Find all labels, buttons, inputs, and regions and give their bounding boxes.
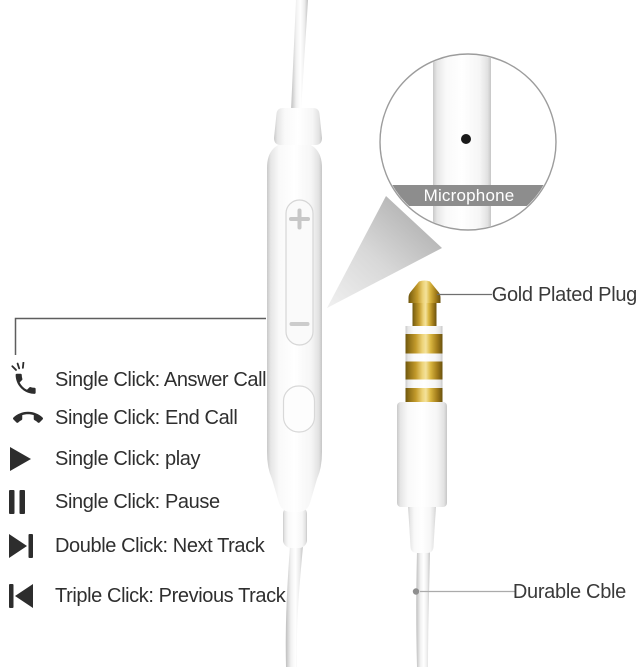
function-label: Single Click: End Call xyxy=(55,406,238,429)
microphone-hole xyxy=(461,134,471,144)
cable-leader-dot xyxy=(412,588,420,595)
volume-up-plus xyxy=(289,208,310,230)
plug-cable xyxy=(416,551,430,667)
function-bracket-line xyxy=(14,317,266,355)
remote-bottom-cable xyxy=(285,546,303,667)
function-label: Single Click: Pause xyxy=(55,490,220,513)
plug-gold-band-1 xyxy=(405,334,443,354)
volume-down-minus xyxy=(289,322,310,326)
plug-gold-band-3 xyxy=(405,388,443,402)
magnifier-cone xyxy=(327,196,442,308)
remote-bottom-nub xyxy=(283,506,307,548)
plug-insulator-ring-3 xyxy=(405,379,443,388)
plug-insulator-ring-2 xyxy=(405,353,443,362)
function-row-end-call: Single Click: End Call xyxy=(8,400,238,436)
top-cable xyxy=(291,0,308,111)
plug-neck xyxy=(412,303,437,326)
gold-plated-plug-label: Gold Plated Plug xyxy=(491,284,638,306)
remote-collar xyxy=(274,108,322,145)
function-row-answer-call: Single Click: Answer Call xyxy=(8,362,267,398)
function-label: Single Click: Answer Call xyxy=(55,368,267,391)
previous-track-icon xyxy=(8,583,55,609)
next-track-icon xyxy=(8,533,55,559)
microphone-band xyxy=(381,185,555,206)
center-button xyxy=(282,385,316,433)
function-label: Single Click: play xyxy=(55,447,201,470)
plug-insulator-ring-1 xyxy=(405,326,443,334)
plug-gold-band-2 xyxy=(405,361,443,380)
function-label: Triple Click: Previous Track xyxy=(55,584,286,607)
function-row-previous-track: Triple Click: Previous Track xyxy=(8,578,286,614)
volume-rocker xyxy=(285,199,314,346)
play-icon xyxy=(8,446,55,472)
function-row-next-track: Double Click: Next Track xyxy=(8,528,265,564)
plug-tip xyxy=(408,280,441,303)
microphone-label: Microphone xyxy=(423,186,515,205)
function-row-play: Single Click: play xyxy=(8,441,200,477)
plug-barrel xyxy=(397,402,447,507)
function-row-pause: Single Click: Pause xyxy=(8,484,220,520)
plug-strain-relief xyxy=(408,505,436,553)
pause-icon xyxy=(8,489,55,515)
durable-cable-label: Durable Cble xyxy=(512,581,626,603)
end-call-icon xyxy=(8,403,55,433)
magnifier-circle-outline xyxy=(379,53,557,231)
function-label: Double Click: Next Track xyxy=(55,534,265,557)
answer-call-icon xyxy=(8,362,55,398)
